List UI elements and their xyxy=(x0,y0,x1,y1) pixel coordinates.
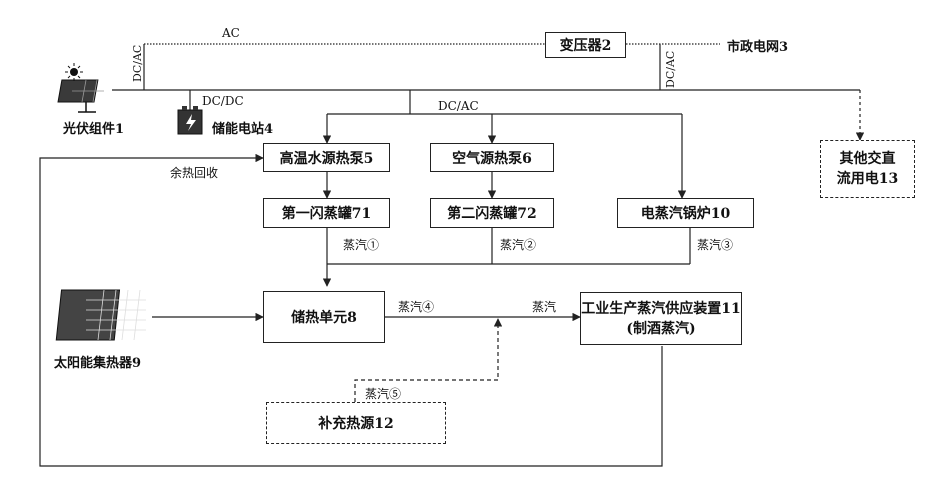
steam-label: 蒸汽 xyxy=(532,298,556,315)
battery-icon xyxy=(178,106,202,134)
steam1-label: 蒸汽① xyxy=(343,236,379,253)
steam5-label: 蒸汽⑤ xyxy=(365,385,401,402)
supplement-box: 补充热源12 xyxy=(266,402,446,444)
heat-storage-label: 储热单元8 xyxy=(291,307,357,327)
hp-water-label: 高温水源热泵5 xyxy=(280,148,374,168)
heat-recovery-label: 余热回收 xyxy=(170,164,218,181)
flash1-box: 第一闪蒸罐71 xyxy=(263,198,390,228)
transformer-label: 变压器2 xyxy=(560,35,612,55)
heat-storage-box: 储热单元8 xyxy=(263,291,385,343)
boiler-label: 电蒸汽锅炉10 xyxy=(641,203,730,223)
other-label-2: 流用电13 xyxy=(837,169,898,189)
dcac-right-label: DC/AC xyxy=(664,51,677,88)
industrial-box: 工业生产蒸汽供应装置11 (制酒蒸汽) xyxy=(580,292,742,345)
solar-collector-icon xyxy=(56,290,146,340)
hp-air-label: 空气源热泵6 xyxy=(452,148,532,168)
ac-label: AC xyxy=(222,26,240,40)
pv-label: 光伏组件1 xyxy=(63,118,124,137)
storage-label: 储能电站4 xyxy=(212,118,273,137)
flash2-box: 第二闪蒸罐72 xyxy=(430,198,554,228)
industrial-label-2: (制酒蒸汽) xyxy=(626,319,695,339)
flash1-label: 第一闪蒸罐71 xyxy=(282,203,371,223)
steam3-label: 蒸汽③ xyxy=(697,236,733,253)
flash2-label: 第二闪蒸罐72 xyxy=(447,203,536,223)
dcac-left-label: DC/AC xyxy=(131,45,144,82)
other-label-1: 其他交直 xyxy=(840,149,896,169)
boiler-box: 电蒸汽锅炉10 xyxy=(617,198,754,228)
grid-label: 市政电网3 xyxy=(727,36,788,55)
solar-label: 太阳能集热器9 xyxy=(54,352,141,371)
dcdc-label: DC/DC xyxy=(202,94,244,108)
steam2-label: 蒸汽② xyxy=(500,236,536,253)
supplement-label: 补充热源12 xyxy=(318,413,393,433)
hp-air-box: 空气源热泵6 xyxy=(430,143,554,172)
hp-water-box: 高温水源热泵5 xyxy=(263,143,390,172)
steam4-label: 蒸汽④ xyxy=(398,298,434,315)
dcac-mid-label: DC/AC xyxy=(438,99,479,113)
pv-panel-icon xyxy=(58,63,104,112)
other-loads-box: 其他交直 流用电13 xyxy=(820,140,915,198)
transformer-box: 变压器2 xyxy=(545,32,626,58)
industrial-label-1: 工业生产蒸汽供应装置11 xyxy=(581,299,740,319)
